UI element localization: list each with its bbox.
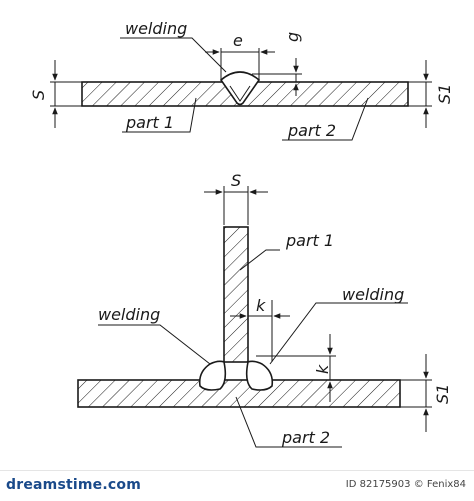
bottom-horizontal-part	[77, 379, 401, 408]
bottom-k-vertical-label: k	[313, 364, 332, 374]
top-e-label: e	[233, 31, 243, 50]
bottom-weld-right	[245, 360, 274, 391]
bottom-part1-label: part 1	[285, 231, 334, 250]
bottom-welding-right-label: welding	[342, 285, 404, 304]
bottom-s-dimension	[204, 186, 268, 225]
bottom-s1-label: S1	[433, 384, 452, 404]
bottom-s-label: S	[231, 171, 241, 190]
top-s1-label: S1	[435, 84, 454, 104]
bottom-part2-label: part 2	[281, 428, 330, 447]
welding-technical-drawing: welding e g S S1 part 1 part 2	[29, 19, 454, 448]
top-g-label: g	[283, 32, 302, 42]
top-part1-label: part 1	[125, 113, 174, 132]
top-part2-label: part 2	[287, 121, 336, 140]
bottom-k-horizontal-dimension	[230, 300, 290, 362]
bottom-s1-dimension	[400, 354, 432, 432]
site-logo[interactable]: dreamstime.com	[6, 477, 141, 493]
bottom-vertical-part	[223, 226, 249, 363]
image-id: ID 82175903	[345, 479, 411, 490]
image-author: © Fenix84	[413, 479, 466, 490]
bottom-welding-left-label: welding	[98, 305, 160, 324]
bottom-k-horizontal-label: k	[256, 296, 266, 315]
bottom-leaders	[98, 249, 408, 448]
top-leaders	[120, 37, 369, 141]
bottom-k-vertical-dimension	[256, 334, 336, 402]
top-butt-weld-diagram: welding e g S S1 part 1 part 2	[29, 19, 454, 141]
top-s-label: S	[29, 90, 48, 100]
image-meta: ID 82175903 © Fenix84	[346, 479, 466, 490]
top-e-dimension	[205, 48, 275, 80]
bottom-t-joint-diagram: S part 1 welding welding k k S1 part 2	[77, 171, 452, 448]
top-welding-label: welding	[125, 19, 187, 38]
top-weld-bead	[219, 71, 261, 106]
top-g-dimension	[252, 58, 302, 96]
stock-footer: dreamstime.com ID 82175903 © Fenix84	[0, 470, 474, 501]
bottom-weld-left	[198, 360, 227, 391]
